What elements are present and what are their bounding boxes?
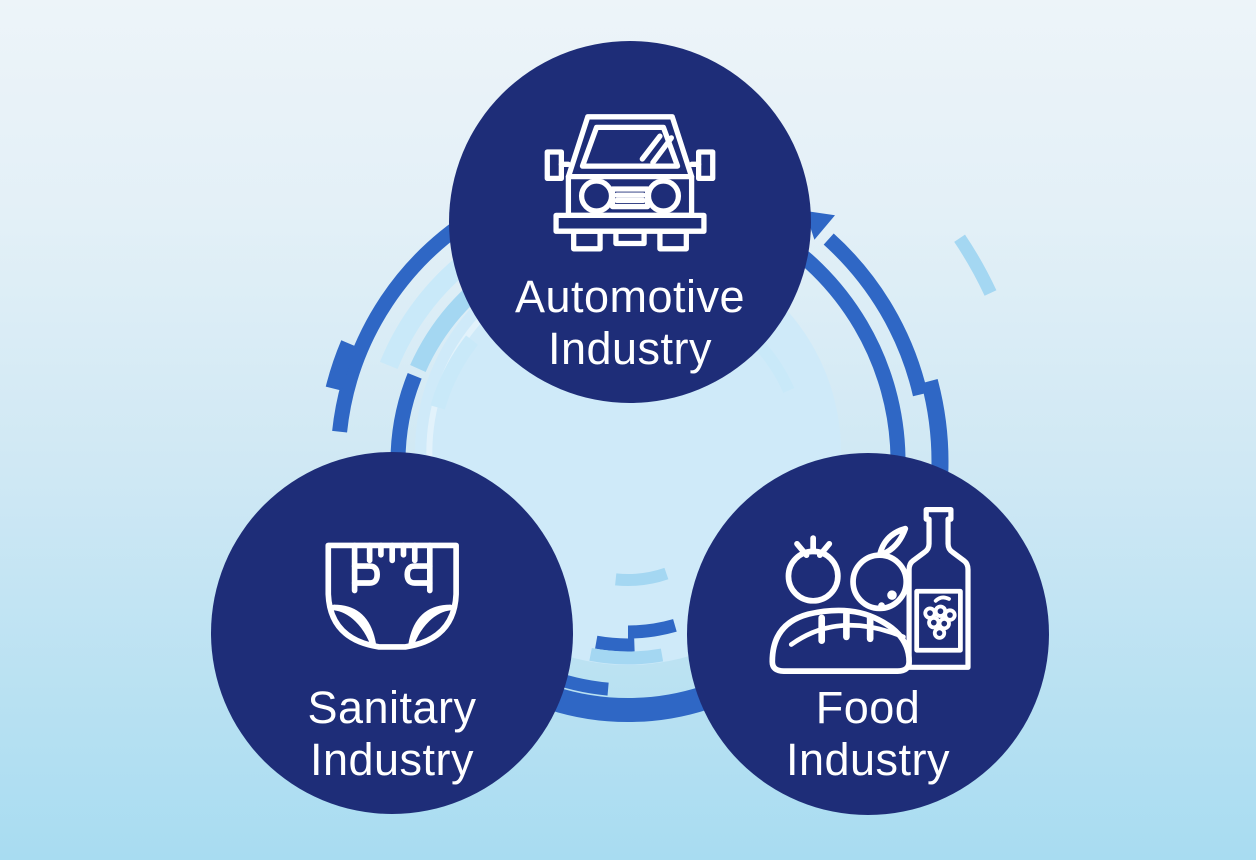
ring-arc-segment (823, 233, 928, 397)
ring-arc-segment (615, 567, 669, 586)
node-label-line1: Sanitary (307, 682, 476, 733)
node-label-line2: Industry (548, 323, 712, 374)
node-label-line1: Automotive (515, 271, 745, 322)
ring-arc-segment (325, 340, 357, 391)
node-automotive: Automotive Industry (449, 41, 811, 403)
ring-arc-segment (589, 648, 664, 665)
node-label-line2: Industry (786, 734, 950, 785)
ring-arc-segment (954, 234, 997, 296)
ring-arc-segment (595, 635, 635, 652)
ring-arc-segment (921, 379, 949, 474)
automotive-circle (449, 41, 811, 403)
node-sanitary: Sanitary Industry (211, 452, 573, 814)
node-label-line1: Food (816, 682, 921, 733)
ring-arc-segment (547, 686, 709, 723)
food-icon (769, 506, 971, 674)
diaper-icon (325, 542, 459, 650)
ring-arrowhead (805, 210, 835, 240)
sanitary-circle (211, 452, 573, 814)
ring-arc-segment (430, 335, 478, 410)
node-label-line2: Industry (310, 734, 474, 785)
node-food: Food Industry (687, 453, 1049, 815)
car-icon (544, 114, 716, 252)
ring-arc-segment (627, 619, 677, 639)
